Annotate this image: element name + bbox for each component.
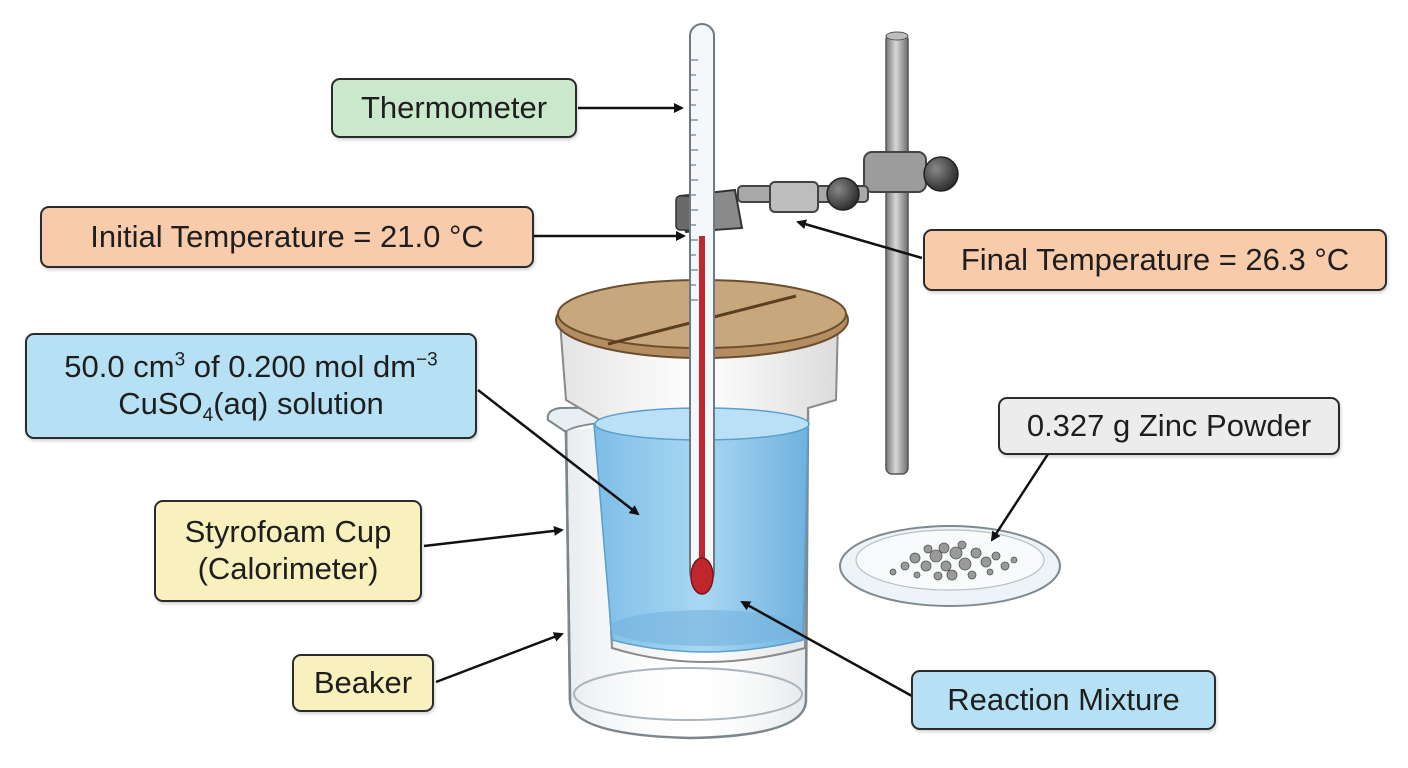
arrow-final-temp — [796, 219, 923, 260]
zinc-powder-icon — [889, 540, 1018, 581]
final-temperature-label: Final Temperature = 26.3 °C — [923, 229, 1387, 291]
arrow-reaction-mixture — [740, 600, 913, 698]
solution-label: 50.0 cm3 of 0.200 mol dm−3 CuSO4(aq) sol… — [25, 333, 477, 439]
reaction-mixture-text: Reaction Mixture — [947, 681, 1180, 717]
clamp-icon — [675, 151, 959, 234]
thermometer-icon — [689, 23, 715, 595]
solution-label-line2: CuSO4(aq) solution — [118, 386, 384, 427]
styrofoam-cup-line1: Styrofoam Cup — [184, 514, 392, 550]
thermometer-label-text: Thermometer — [360, 89, 548, 125]
reaction-mixture-label: Reaction Mixture — [911, 670, 1216, 730]
solution-label-line1: 50.0 cm3 of 0.200 mol dm−3 — [64, 349, 438, 385]
styrofoam-cup-label: Styrofoam Cup (Calorimeter) — [154, 500, 422, 602]
arrow-styrofoam — [423, 525, 564, 548]
final-temperature-text: Final Temperature = 26.3 °C — [960, 241, 1350, 277]
styrofoam-cup-line2: (Calorimeter) — [197, 551, 379, 586]
beaker-label-text: Beaker — [313, 664, 413, 700]
initial-temperature-label: Initial Temperature = 21.0 °C — [40, 206, 534, 268]
arrow-solution — [477, 389, 640, 516]
initial-temperature-text: Initial Temperature = 21.0 °C — [90, 218, 484, 254]
zinc-powder-text: 0.327 g Zinc Powder — [1026, 407, 1312, 443]
beaker-label: Beaker — [292, 654, 434, 712]
arrow-beaker — [435, 632, 564, 684]
leader-arrows — [423, 103, 1050, 698]
arrow-zinc — [990, 453, 1050, 542]
thermometer-label: Thermometer — [331, 78, 577, 138]
zinc-powder-label: 0.327 g Zinc Powder — [998, 397, 1340, 455]
